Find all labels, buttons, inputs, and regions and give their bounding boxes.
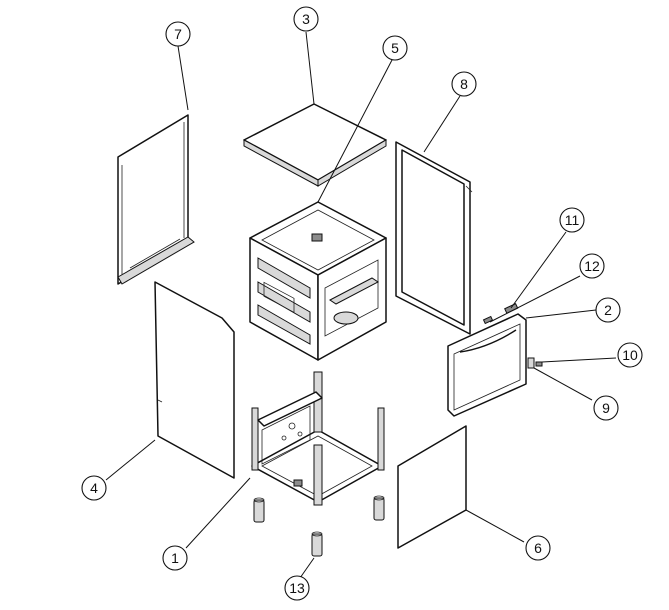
callout-2: 2 [595,297,621,323]
callout-4-label: 4 [90,480,98,496]
part-3-top-cover [243,103,387,187]
callout-11-label: 11 [565,212,580,228]
part-2-drawer-front [447,313,527,417]
callout-12-label: 12 [584,258,600,274]
callout-7-label: 7 [174,26,182,42]
callout-1: 1 [162,545,188,571]
callout-2-label: 2 [604,302,612,318]
callout-12: 12 [579,253,605,279]
part-8-door-frame [395,141,473,335]
callout-3: 3 [293,6,319,32]
callout-7: 7 [165,21,191,47]
part-6-rear-panel [397,425,467,549]
callout-5-label: 5 [391,40,399,56]
callout-3-label: 3 [302,11,310,27]
callout-10: 10 [617,342,643,368]
callout-5: 5 [382,35,408,61]
part-1-base-frame [251,371,385,506]
callout-8-label: 8 [460,76,468,92]
leader-lines [105,31,617,579]
callout-4: 4 [81,475,107,501]
callout-13-label: 13 [289,580,305,596]
part-9-10-latch [527,357,543,369]
callout-9: 9 [593,395,619,421]
callout-6-label: 6 [534,540,542,556]
part-4-side-panel [154,281,235,479]
callout-8: 8 [451,71,477,97]
callout-1-label: 1 [171,550,179,566]
part-13-legs [253,495,385,557]
callout-6: 6 [525,535,551,561]
callout-10-label: 10 [622,347,638,363]
part-5-cabinet [249,201,387,361]
callout-11: 11 [559,207,585,233]
callout-9-label: 9 [602,400,610,416]
part-7-side-panel [117,114,195,285]
callout-13: 13 [284,575,310,601]
